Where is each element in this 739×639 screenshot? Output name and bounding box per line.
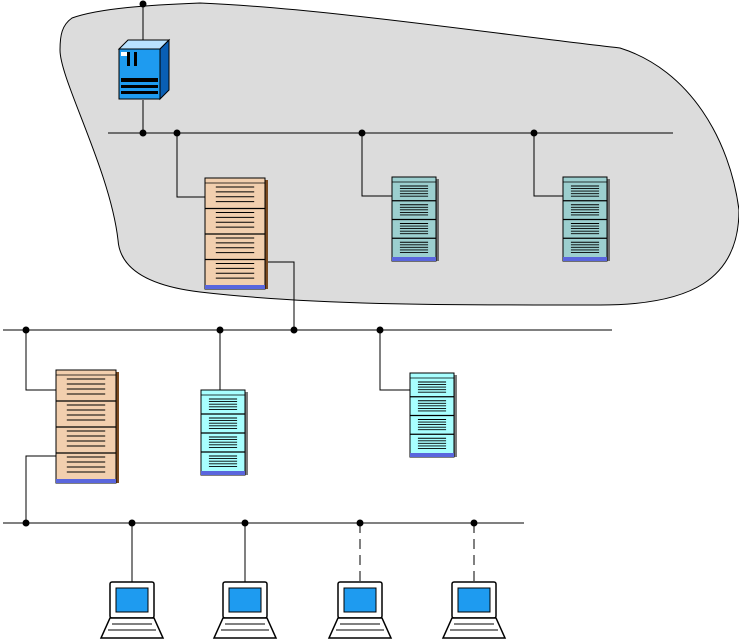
mainframe-router-icon — [119, 40, 169, 99]
tower-server-icon — [563, 177, 610, 261]
workstations-group — [101, 582, 505, 638]
tower-server-icon — [392, 177, 439, 261]
bridge-lower-link — [26, 456, 56, 523]
tower-server-icon — [201, 390, 248, 475]
bridge-lower-node — [23, 520, 30, 527]
gateway-middle-node — [291, 327, 298, 334]
cyan2-link — [380, 330, 410, 390]
router-uplink-node — [140, 1, 147, 8]
tower-server-icon — [205, 178, 268, 289]
laptop-terminal-icon — [329, 582, 391, 638]
router-bus-node — [140, 130, 147, 137]
laptop-terminal-icon — [214, 582, 276, 638]
laptop-terminal-icon — [443, 582, 505, 638]
tower-server-icon — [56, 370, 119, 483]
bridge-upper-link — [26, 330, 56, 390]
tower-server-icon — [410, 373, 457, 457]
laptop-terminal-icon — [101, 582, 163, 638]
